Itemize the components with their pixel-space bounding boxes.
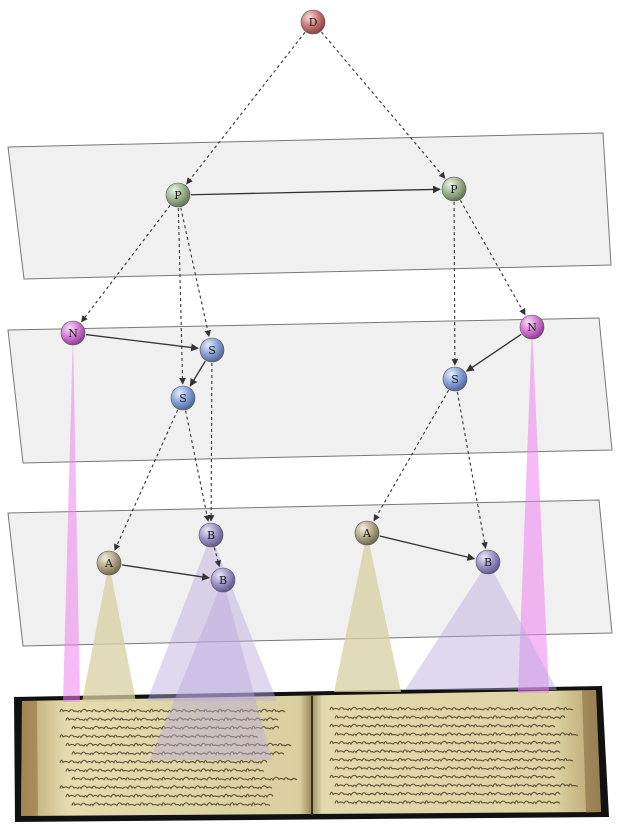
diagram-edges	[81, 32, 525, 578]
node-section-s3: S	[443, 367, 467, 391]
node-label: A	[362, 527, 372, 540]
node-label: S	[179, 392, 187, 405]
node-label: S	[451, 373, 459, 386]
layer-plane-top	[8, 133, 611, 279]
node-label: B	[207, 529, 215, 542]
node-block-a-a2: A	[355, 521, 379, 545]
node-section-s1: S	[200, 338, 224, 362]
node-page-p2: P	[442, 177, 466, 201]
node-label: P	[450, 183, 458, 196]
node-label: N	[527, 321, 537, 334]
node-label: D	[309, 16, 318, 29]
node-label: A	[104, 557, 114, 570]
node-note-n1: N	[61, 321, 85, 345]
node-label: N	[68, 327, 78, 340]
node-label: S	[208, 344, 216, 357]
node-block-b-b2: B	[211, 568, 235, 592]
node-note-n2: N	[520, 315, 544, 339]
node-block-a-a1: A	[97, 551, 121, 575]
node-block-b-b3: B	[476, 550, 500, 574]
node-section-s2: S	[171, 386, 195, 410]
node-document-d: D	[301, 10, 325, 34]
node-page-p1: P	[166, 183, 190, 207]
layer-plane-middle	[8, 318, 612, 463]
node-label: B	[219, 574, 227, 587]
node-label: P	[174, 189, 182, 202]
node-block-b-b1: B	[199, 523, 223, 547]
manuscript-image	[14, 686, 609, 822]
node-label: B	[484, 556, 492, 569]
